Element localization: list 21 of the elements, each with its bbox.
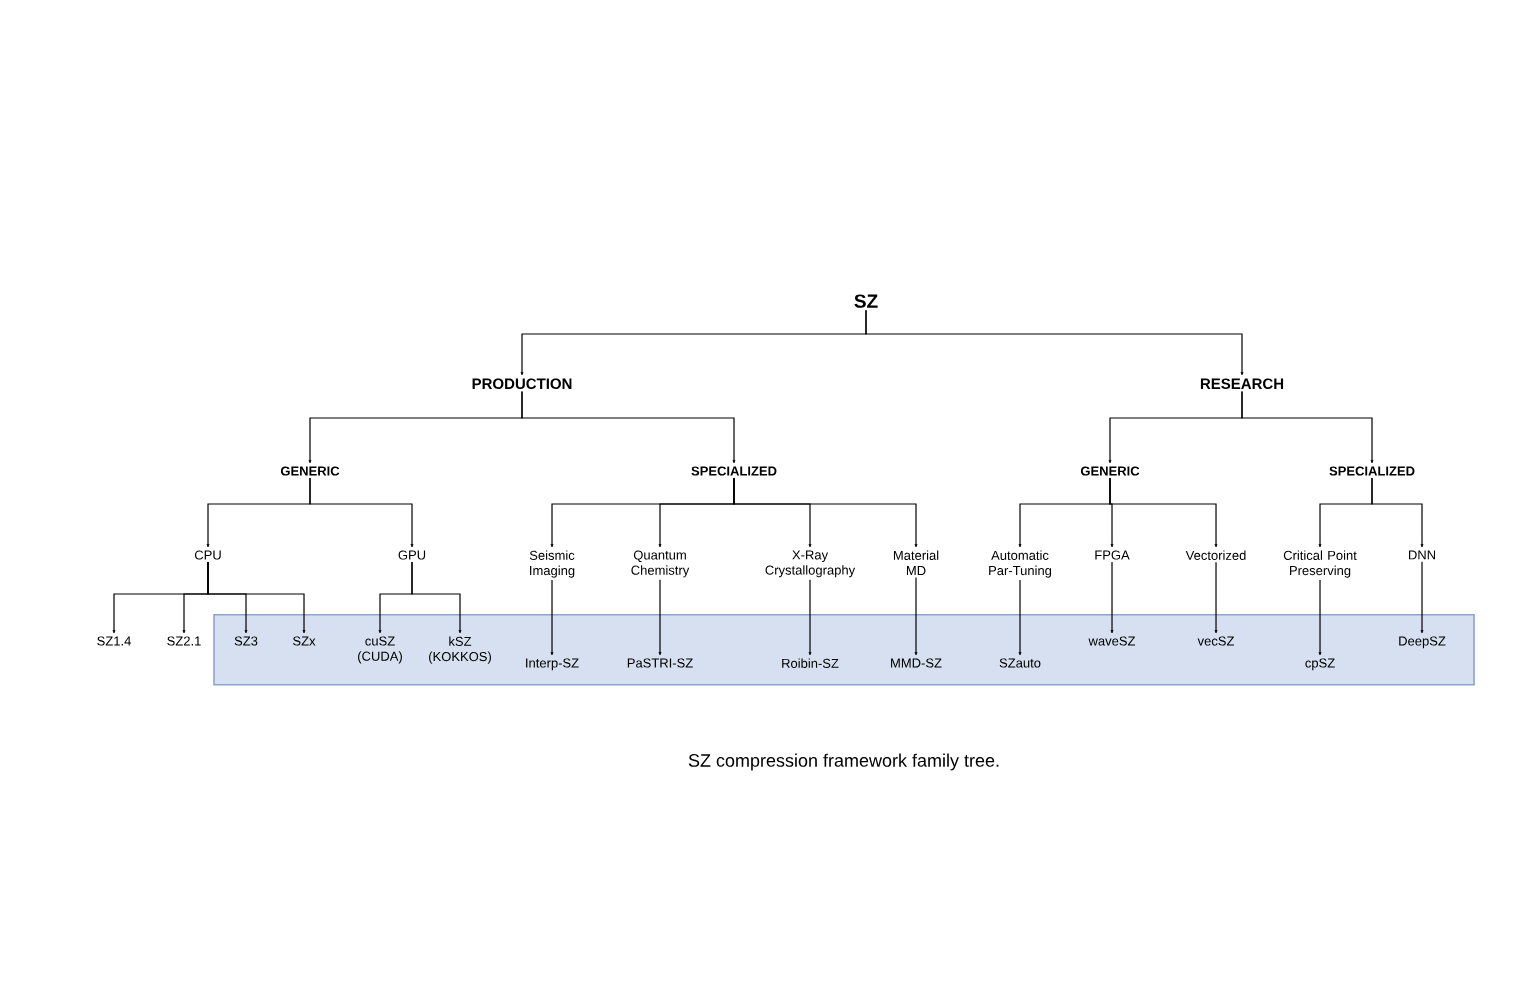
- highlight-band: [213, 614, 1475, 686]
- connector-arrow: [521, 390, 736, 464]
- connector-arrow: [865, 309, 1244, 376]
- connector-arrow: [1109, 477, 1218, 548]
- connector-arrow: [1241, 390, 1374, 464]
- connector-arrow: [309, 477, 414, 548]
- connector-arrow: [658, 579, 662, 656]
- root-label: SZ: [854, 294, 878, 308]
- connector-arrow: [1018, 579, 1022, 656]
- connector-arrow: [411, 561, 462, 634]
- connector-arrow: [1371, 477, 1424, 548]
- connector-arrow: [808, 579, 812, 656]
- connector-arrow: [550, 579, 554, 656]
- connector-arrow: [207, 561, 306, 634]
- connector-arrow: [1420, 561, 1424, 634]
- connector-arrow: [914, 576, 918, 656]
- connector-arrow: [1214, 561, 1218, 634]
- connector-arrow: [733, 477, 918, 548]
- connector-arrow: [1110, 561, 1114, 634]
- caption: SZ compression framework family tree.: [688, 753, 999, 771]
- connector-arrow: [1318, 579, 1322, 656]
